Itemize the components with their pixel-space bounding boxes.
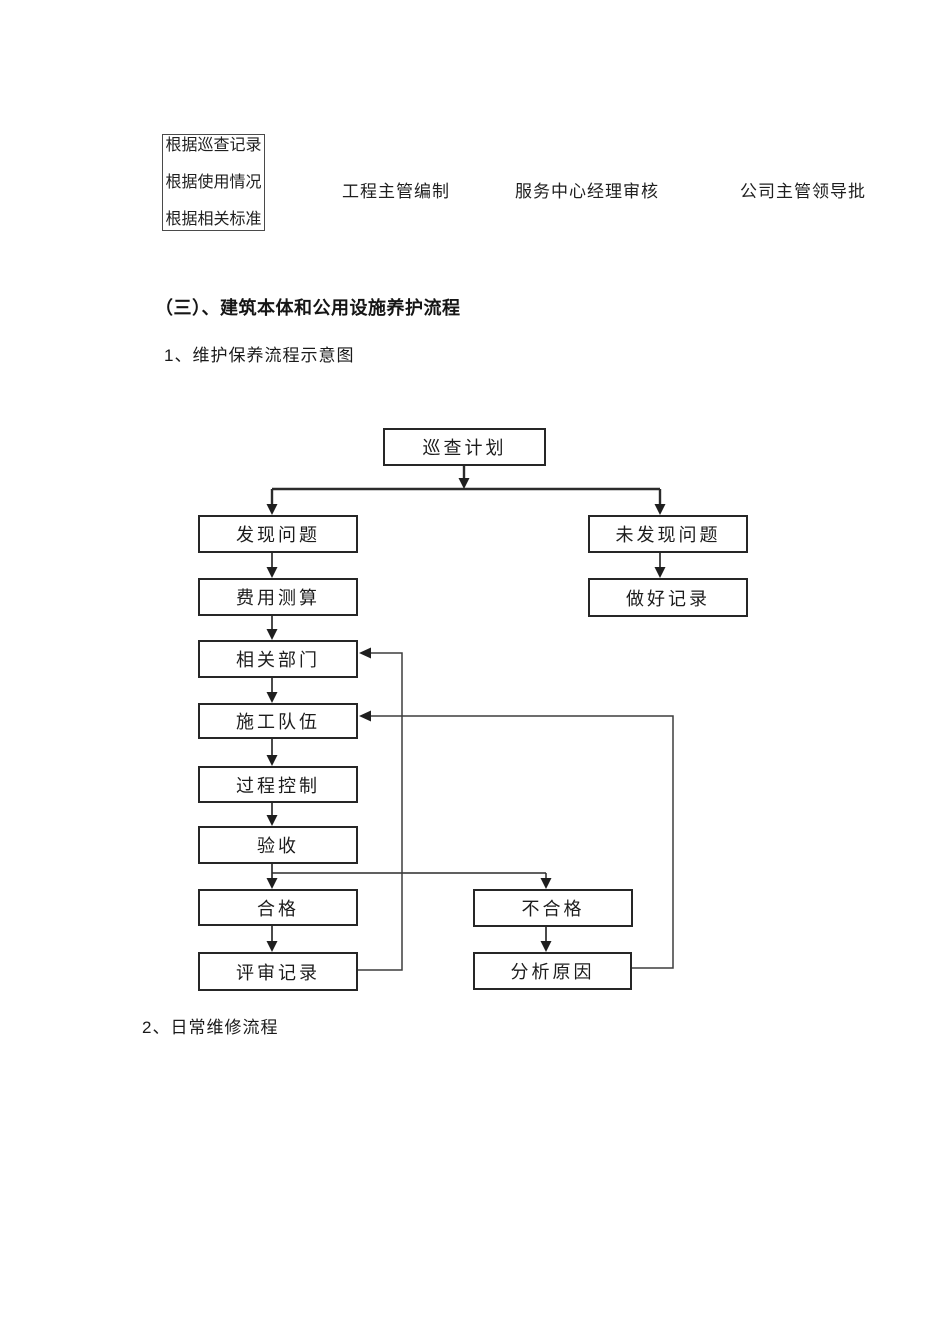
arrowhead-down <box>458 478 470 489</box>
flow-node-construction-team: 施工队伍 <box>198 703 358 739</box>
flow-node-process-control: 过程控制 <box>198 766 358 803</box>
edge-review-dept-loop <box>358 652 403 971</box>
subheading-maintenance-flow: 1、维护保养流程示意图 <box>164 346 355 365</box>
arrowhead-down <box>654 567 666 578</box>
arrowhead-down <box>266 504 278 515</box>
criteria-line: 根据相关标准 <box>165 211 262 228</box>
arrowhead-down <box>654 504 666 515</box>
flow-node-acceptance: 验收 <box>198 826 358 864</box>
arrowhead-down <box>266 567 278 578</box>
arrowhead-down <box>266 941 278 952</box>
flow-node-cost-estimate: 费用测算 <box>198 578 358 616</box>
arrowhead-down <box>266 629 278 640</box>
flow-node-review-record: 评审记录 <box>198 952 358 991</box>
approval-label-approve: 公司主管领导批 <box>740 182 866 201</box>
flow-node-problem-found: 发现问题 <box>198 515 358 553</box>
arrowhead-down <box>266 692 278 703</box>
flow-node-qualified: 合格 <box>198 889 358 926</box>
arrowhead-down <box>266 755 278 766</box>
subheading-daily-repair-flow: 2、日常维修流程 <box>142 1018 279 1037</box>
flow-node-analyze-cause: 分析原因 <box>473 952 632 990</box>
approval-label-review: 服务中心经理审核 <box>515 182 659 201</box>
arrowhead-left <box>359 647 371 659</box>
flow-node-no-problem-found: 未发现问题 <box>588 515 748 553</box>
arrowhead-down <box>540 941 552 952</box>
arrowhead-down <box>540 878 552 889</box>
flow-node-inspection-plan: 巡查计划 <box>383 428 546 466</box>
arrowhead-left <box>359 710 371 722</box>
flow-node-related-dept: 相关部门 <box>198 640 358 678</box>
criteria-line: 根据使用情况 <box>165 174 262 191</box>
arrowhead-down <box>266 815 278 826</box>
edge-analyze-team-loop <box>362 715 674 969</box>
flow-node-unqualified: 不合格 <box>473 889 633 927</box>
arrowhead-down <box>266 878 278 889</box>
criteria-line: 根据巡查记录 <box>165 137 262 154</box>
section-heading: （三）、建筑本体和公用设施养护流程 <box>155 298 461 318</box>
approval-label-compile: 工程主管编制 <box>342 182 450 201</box>
flow-node-make-record: 做好记录 <box>588 578 748 617</box>
criteria-box: 根据巡查记录 根据使用情况 根据相关标准 <box>162 134 265 231</box>
